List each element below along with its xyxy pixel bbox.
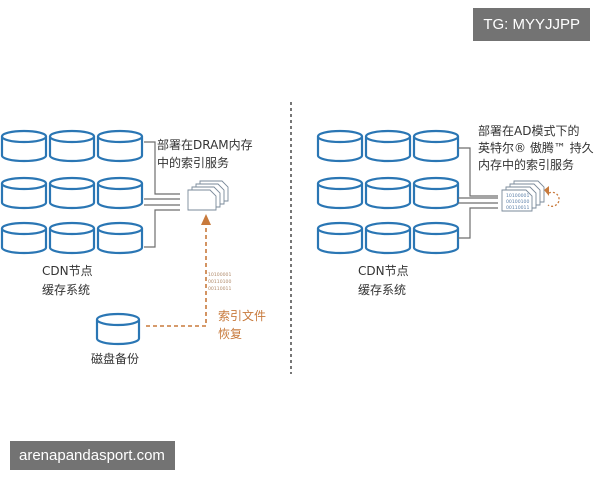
right-caption-line1: 部署在AD模式下的 bbox=[478, 123, 579, 138]
restore-arrow bbox=[146, 214, 211, 327]
restore-label-line2: 恢复 bbox=[218, 327, 242, 341]
left-cache-cylinder-2-3 bbox=[96, 176, 144, 210]
right-index-binary-line-2: 00100100 bbox=[506, 199, 529, 205]
right-cache-cylinder-1-2 bbox=[364, 129, 412, 163]
left-binary-line-1: 10100001 bbox=[208, 272, 231, 278]
right-cache-cylinder-3-3 bbox=[412, 221, 460, 255]
left-cache-cylinder-2-2 bbox=[48, 176, 96, 210]
right-cluster-connector bbox=[458, 147, 498, 239]
left-caption-line1: 部署在DRAM内存 bbox=[157, 137, 253, 152]
right-cache-cylinder-1-3 bbox=[412, 129, 460, 163]
right-caption-line3: 内存中的索引服务 bbox=[478, 157, 574, 172]
left-cache-cylinder-3-1 bbox=[0, 221, 48, 255]
disk-backup-cylinder bbox=[95, 312, 141, 346]
right-index-binary-line-3: 00110011 bbox=[506, 205, 529, 211]
left-cluster-connector bbox=[144, 141, 180, 248]
right-cache-cylinder-3-1 bbox=[316, 221, 364, 255]
persistent-memory-arc bbox=[544, 186, 560, 207]
left-cache-cylinder-1-1 bbox=[0, 129, 48, 163]
left-cache-cylinder-3-2 bbox=[48, 221, 96, 255]
right-cluster-label-line1: CDN节点 bbox=[358, 264, 409, 278]
disk-backup-label: 磁盘备份 bbox=[91, 351, 139, 366]
right-cache-cylinder-2-2 bbox=[364, 176, 412, 210]
left-caption-line2: 中的索引服务 bbox=[157, 155, 229, 170]
right-caption-line2: 英特尔® 傲腾™ 持久 bbox=[478, 140, 594, 155]
right-cdn-cylinder-cluster bbox=[316, 129, 460, 255]
left-binary-line-2: 00110100 bbox=[208, 279, 231, 285]
watermark-top-right: TG: MYYJJPP bbox=[473, 8, 590, 41]
right-index-binary-line-1: 10100001 bbox=[506, 193, 529, 199]
left-cdn-cylinder-cluster bbox=[0, 129, 144, 255]
left-cluster-label-line1: CDN节点 bbox=[42, 264, 93, 278]
restore-label-line1: 索引文件 bbox=[218, 308, 266, 323]
backup-cylinder-shape bbox=[95, 312, 141, 346]
right-cache-cylinder-1-1 bbox=[316, 129, 364, 163]
left-cache-cylinder-3-3 bbox=[96, 221, 144, 255]
left-cache-cylinder-2-1 bbox=[0, 176, 48, 210]
watermark-bottom-left: arenapandasport.com bbox=[10, 441, 175, 470]
right-cache-cylinder-2-3 bbox=[412, 176, 460, 210]
left-cache-cylinder-1-3 bbox=[96, 129, 144, 163]
left-binary-line-3: 00110011 bbox=[208, 286, 231, 292]
left-index-doc-1 bbox=[187, 189, 217, 211]
left-cache-cylinder-1-2 bbox=[48, 129, 96, 163]
right-cache-cylinder-2-1 bbox=[316, 176, 364, 210]
right-index-doc-1 bbox=[501, 189, 533, 212]
left-cluster-label-line2: 缓存系统 bbox=[42, 283, 90, 297]
right-cache-cylinder-3-2 bbox=[364, 221, 412, 255]
left-index-document-stack bbox=[187, 180, 229, 211]
right-cluster-label-line2: 缓存系统 bbox=[358, 283, 406, 297]
